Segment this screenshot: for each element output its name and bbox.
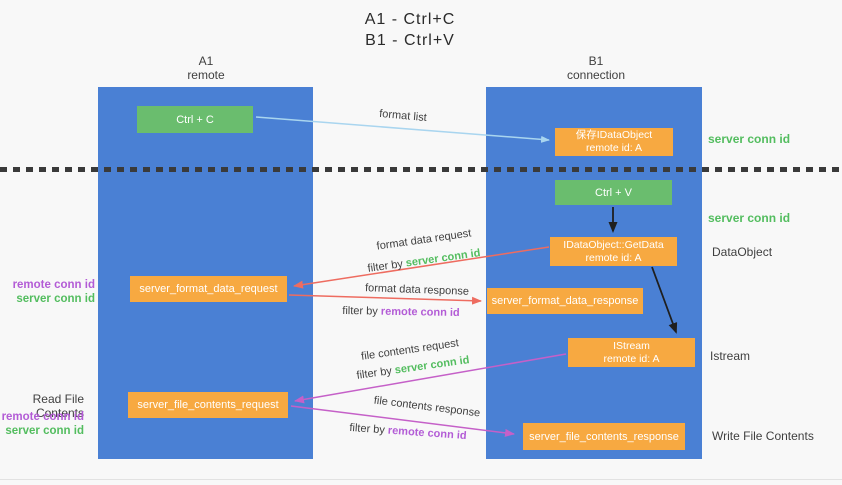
column-a1-subtitle: remote xyxy=(187,68,225,82)
left-label-block-format: remote conn id server conn id xyxy=(0,278,95,306)
node-ctrl-c: Ctrl + C xyxy=(137,106,253,133)
edge-filter-format-data-response: filter by remote conn id xyxy=(342,305,460,319)
node-server-file-contents-response: server_file_contents_response xyxy=(523,423,685,450)
right-label-istream: Istream xyxy=(710,349,751,363)
edge-label-format-list: format list xyxy=(378,107,428,125)
node-ctrl-c-label: Ctrl + C xyxy=(176,113,214,126)
left-label-server-conn-id-bottom: server conn id xyxy=(5,425,84,437)
node-file-request-label: server_file_contents_request xyxy=(137,399,279,411)
node-server-format-data-response: server_format_data_response xyxy=(487,288,643,314)
edge-label-format-data-request: format data request xyxy=(375,227,473,253)
node-file-response-label: server_file_contents_response xyxy=(529,430,679,443)
node-format-request-label: server_format_data_request xyxy=(139,283,278,295)
column-b1-name: B1 xyxy=(588,54,604,68)
right-label-dataobject: DataObject xyxy=(712,245,773,259)
filter-by-text: filter by xyxy=(355,365,393,382)
edge-filter-file-contents-response: filter by remote conn id xyxy=(349,422,467,442)
node-istream-line1: IStream xyxy=(613,339,650,352)
column-header-a1: A1 remote xyxy=(146,54,266,82)
node-server-file-contents-request: server_file_contents_request xyxy=(128,392,288,418)
right-label-server-conn-id-top: server conn id xyxy=(708,132,791,146)
node-idataobject-getdata: IDataObject::GetData remote id: A xyxy=(550,237,677,266)
remote-conn-id-text: remote conn id xyxy=(380,305,460,320)
node-save-idataobject: 保存IDataObject remote id: A xyxy=(555,128,673,156)
node-format-response-label: server_format_data_response xyxy=(491,295,639,307)
node-ctrl-v-label: Ctrl + V xyxy=(595,186,632,199)
server-conn-id-text: server conn id xyxy=(394,354,471,377)
title-line-1: A1 - Ctrl+C xyxy=(364,11,456,28)
filter-by-text: filter by xyxy=(342,304,378,318)
remote-conn-id-text: remote conn id xyxy=(387,424,467,443)
left-label-read-file-contents: Read File Contents xyxy=(32,392,84,420)
node-ctrl-v: Ctrl + V xyxy=(555,180,672,205)
title-line-2: B1 - Ctrl+V xyxy=(365,32,455,49)
edge-label-format-data-response: format data response xyxy=(364,282,470,298)
machine-boundary-dotted-line xyxy=(0,167,842,172)
edge-label-file-contents-response: file contents response xyxy=(373,394,481,420)
node-save-idataobject-line2: remote id: A xyxy=(585,142,643,154)
column-b1-subtitle: connection xyxy=(566,68,626,82)
column-header-b1: B1 connection xyxy=(536,54,656,82)
server-conn-id-text: server conn id xyxy=(405,247,482,270)
window-bottom-edge xyxy=(0,479,842,480)
column-a1-name: A1 xyxy=(198,54,214,68)
left-label-remote-conn-id-bottom: remote conn id xyxy=(1,411,84,423)
diagram-title: A1 - Ctrl+C B1 - Ctrl+V xyxy=(300,9,520,51)
right-label-write-file-contents: Write File Contents xyxy=(712,429,814,443)
right-label-server-conn-id-mid: server conn id xyxy=(708,211,791,225)
node-server-format-data-request: server_format_data_request xyxy=(130,276,287,302)
node-istream-line2: remote id: A xyxy=(603,352,660,365)
left-label-remote-conn-id-top: remote conn id xyxy=(12,279,95,291)
filter-by-text: filter by xyxy=(366,258,404,275)
left-label-server-conn-id-top: server conn id xyxy=(16,293,95,305)
left-label-block-file: remote conn id server conn id xyxy=(0,410,84,438)
node-save-idataobject-line1: 保存IDataObject xyxy=(575,129,653,141)
node-istream: IStream remote id: A xyxy=(568,338,695,367)
filter-by-text: filter by xyxy=(349,421,386,437)
node-getdata-line2: remote id: A xyxy=(585,251,642,264)
node-getdata-line1: IDataObject::GetData xyxy=(563,238,664,251)
